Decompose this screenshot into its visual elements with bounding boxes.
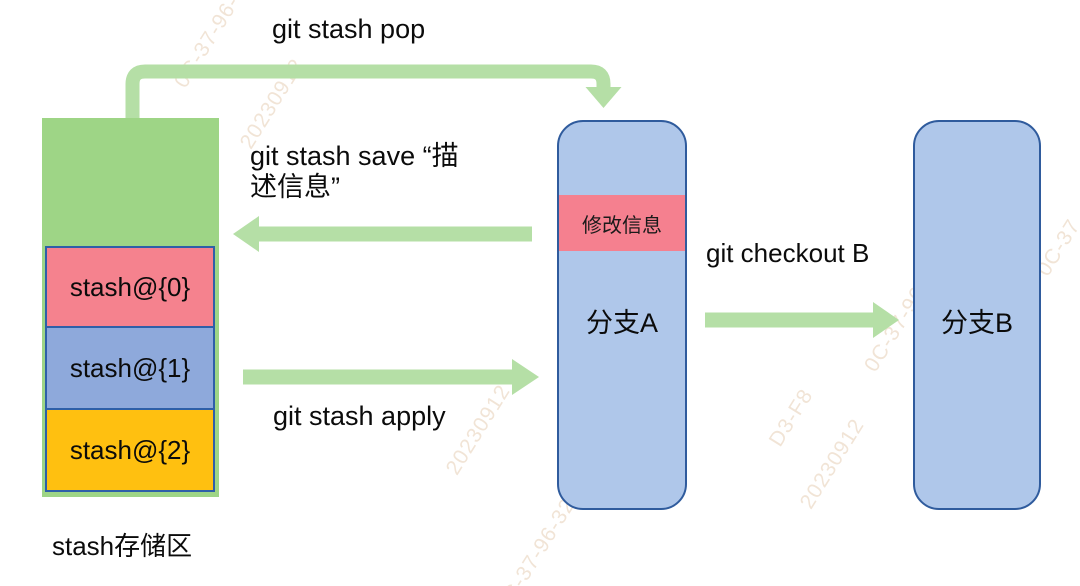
modified-info-band: 修改信息 (559, 195, 685, 251)
save-command-line2: 述信息” (250, 172, 340, 202)
checkout-arrowhead (873, 302, 899, 338)
stash-pop-arrowhead (585, 87, 622, 108)
stash-entry-0: stash@{0} (45, 246, 215, 328)
stash-apply-arrowhead (512, 359, 539, 395)
apply-command-label: git stash apply (273, 401, 446, 431)
branch-b-pill: 分支B (913, 120, 1041, 510)
stash-area-label: stash存储区 (52, 531, 193, 561)
save-command-line1: git stash save “描 (250, 141, 459, 171)
checkout-command-label: git checkout B (706, 238, 870, 268)
branch-a-label: 分支A (585, 308, 658, 338)
stash-save-arrowhead (233, 216, 259, 252)
save-command-label: git stash save “描 述信息” (250, 141, 550, 203)
stash-pop-arrow (125, 64, 611, 118)
stash-entry-1-label: stash@{1} (69, 352, 191, 383)
pop-command-label: git stash pop (272, 14, 426, 44)
stash-entry-2-label: stash@{2} (69, 434, 191, 465)
branch-b-label: 分支B (940, 308, 1013, 338)
stash-entry-1: stash@{1} (45, 326, 215, 410)
stash-entry-2: stash@{2} (45, 408, 215, 492)
modified-info-label: 修改信息 (582, 214, 662, 237)
stash-entry-0-label: stash@{0} (69, 271, 191, 302)
branch-a-pill: 修改信息 分支A (557, 120, 687, 510)
